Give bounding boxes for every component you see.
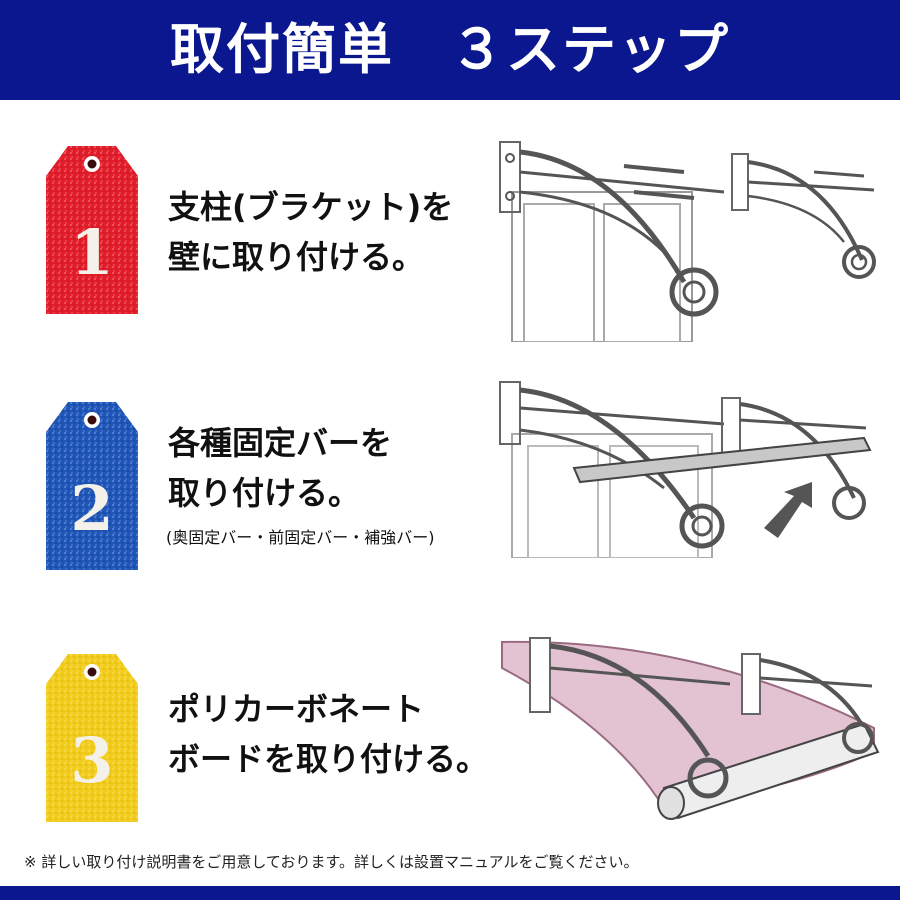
footer-bar xyxy=(0,886,900,900)
step-2-note: (奥固定バー・前固定バー・補強バー) xyxy=(166,528,435,547)
instruction-line: 壁に取り付ける。 xyxy=(168,238,425,276)
tag-icon: 2 xyxy=(46,402,138,570)
step-number: 1 xyxy=(70,216,113,289)
tag-icon: 3 xyxy=(46,654,138,822)
instruction-line: 各種固定バーを xyxy=(168,424,393,462)
step-3: 3 ポリカーボネート ボードを取り付ける。 xyxy=(0,620,900,840)
fixing-bar-illustration xyxy=(494,378,886,559)
step-1-tag: 1 xyxy=(46,140,138,320)
instruction-line: ボードを取り付ける。 xyxy=(168,740,489,778)
page-title: 取付簡単 ３ステップ xyxy=(170,18,730,81)
polycarbonate-board-illustration xyxy=(494,628,886,833)
instruction-line: 取り付ける。 xyxy=(168,474,361,512)
step-2-tag: 2 xyxy=(46,396,138,576)
step-2-instruction: 各種固定バーを 取り付ける。 xyxy=(168,418,528,518)
instruction-line: ポリカーボネート xyxy=(168,690,425,728)
header-banner: 取付簡単 ３ステップ xyxy=(0,0,900,100)
step-1: 1 支柱(ブラケット)を 壁に取り付ける。 xyxy=(0,130,900,350)
instruction-line: 支柱(ブラケット)を xyxy=(168,188,454,226)
step-1-instruction: 支柱(ブラケット)を 壁に取り付ける。 xyxy=(168,182,528,282)
bracket-install-illustration xyxy=(494,132,886,343)
tag-icon: 1 xyxy=(46,146,138,314)
footer-note: ※ 詳しい取り付け説明書をご用意しております。詳しくは設置マニュアルをご覧くださ… xyxy=(24,853,639,871)
step-number: 2 xyxy=(70,472,113,545)
step-2: 2 各種固定バーを 取り付ける。 (奥固定バー・前固定バー・補強バー) xyxy=(0,380,900,600)
step-number: 3 xyxy=(70,724,113,797)
step-3-instruction: ポリカーボネート ボードを取り付ける。 xyxy=(168,684,528,784)
step-3-tag: 3 xyxy=(46,648,138,828)
